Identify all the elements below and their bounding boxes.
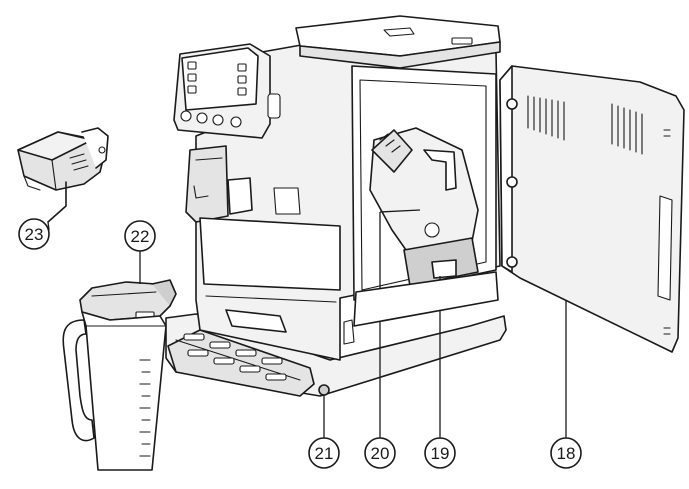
coffee-machine bbox=[165, 15, 685, 438]
callout-19: 19 bbox=[424, 437, 456, 469]
callout-23: 23 bbox=[18, 218, 50, 250]
callout-22-label: 22 bbox=[131, 227, 150, 246]
callout-20: 20 bbox=[364, 437, 396, 469]
callout-19-label: 19 bbox=[431, 444, 450, 463]
callout-22: 22 bbox=[124, 220, 156, 252]
callout-21-label: 21 bbox=[315, 444, 334, 463]
milk-adapter bbox=[17, 127, 109, 223]
callout-20-label: 20 bbox=[371, 444, 390, 463]
callout-18-label: 18 bbox=[557, 444, 576, 463]
callout-18: 18 bbox=[550, 437, 582, 469]
callout-23-label: 23 bbox=[25, 225, 44, 244]
milk-carafe bbox=[62, 250, 177, 471]
callout-21: 21 bbox=[308, 437, 340, 469]
